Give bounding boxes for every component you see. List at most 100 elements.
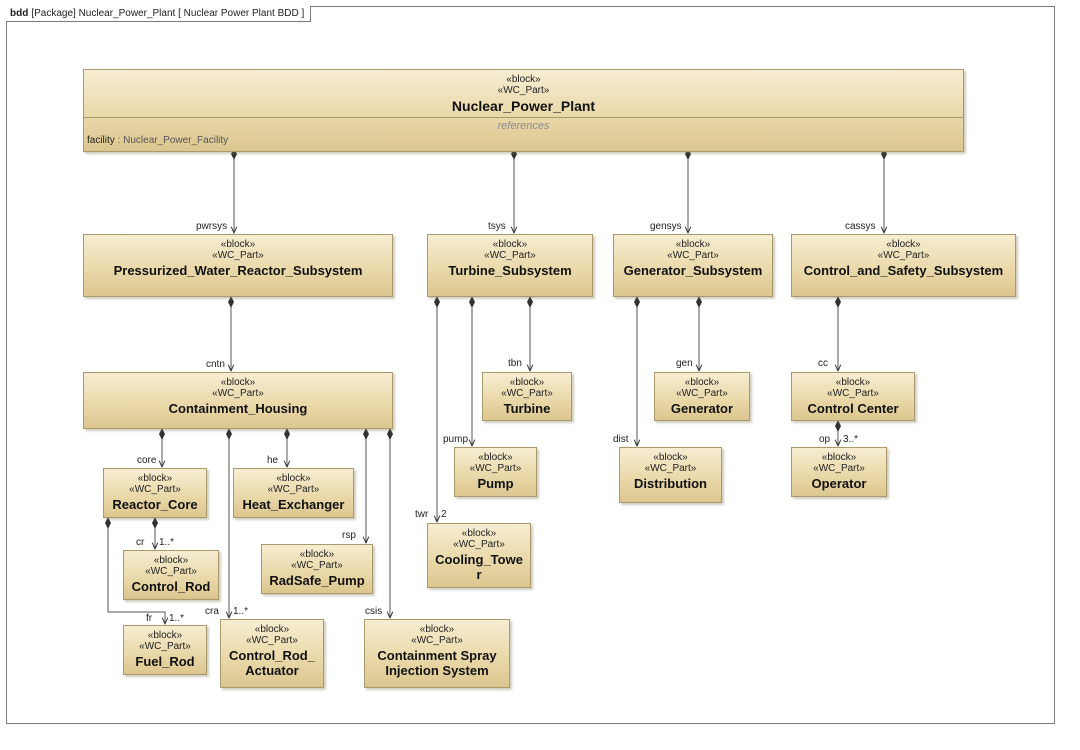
block-name: Containment_Housing — [168, 401, 308, 416]
block-name: Operator — [811, 476, 867, 491]
block-name: Nuclear_Power_Plant — [451, 98, 596, 114]
stereotype-wc-part: «WC_Part» — [497, 85, 550, 96]
diamond-he — [284, 428, 290, 440]
diamond-fr — [105, 517, 111, 529]
role-cr: cr — [136, 537, 145, 548]
block-radsafe-pump[interactable]: «block» «WC_Part» RadSafe_Pump — [261, 544, 373, 594]
stereotype-block: «block» — [254, 624, 290, 635]
block-name: Generator_Subsystem — [623, 263, 763, 278]
block-containment-housing[interactable]: «block» «WC_Part» Containment_Housing — [83, 372, 393, 429]
diagram-frame — [6, 6, 1055, 724]
block-distribution[interactable]: «block» «WC_Part» Distribution — [619, 447, 722, 503]
diagram-kind: bdd — [10, 8, 29, 19]
stereotype-block: «block» — [886, 239, 921, 250]
connector-fr — [107, 518, 165, 624]
block-containment-spray-injection-system[interactable]: «block» «WC_Part» Containment Spray Inje… — [364, 619, 510, 688]
stereotype-block: «block» — [478, 452, 513, 463]
block-name: Turbine — [503, 401, 551, 416]
block-name-line1: Control_Rod_ — [229, 648, 315, 663]
references-compartment: references facility : Nuclear_Power_Faci… — [84, 117, 963, 151]
block-control-and-safety-subsystem[interactable]: «block» «WC_Part» Control_and_Safety_Sub… — [791, 234, 1016, 297]
diamond-csis — [387, 428, 393, 440]
block-name: Distribution — [634, 476, 707, 491]
multiplicity-cra: 1..* — [233, 606, 249, 617]
stereotype-block: «block» — [276, 473, 311, 484]
role-core: core — [137, 455, 157, 466]
role-gen: gen — [676, 358, 693, 369]
role-fr: fr — [146, 613, 153, 624]
block-fuel-rod[interactable]: «block» «WC_Part» Fuel_Rod — [123, 625, 207, 675]
block-control-rod[interactable]: «block» «WC_Part» Control_Rod — [123, 550, 219, 600]
block-name-line2: Injection System — [385, 663, 489, 678]
diagram-title: [Package] Nuclear_Power_Plant [ Nuclear … — [31, 8, 305, 19]
role-cra: cra — [205, 606, 219, 617]
stereotype-wc-part: «WC_Part» — [246, 635, 298, 646]
diagram-header: bdd[Package] Nuclear_Power_Plant [ Nucle… — [6, 6, 312, 22]
block-pump[interactable]: «block» «WC_Part» Pump — [454, 447, 537, 497]
stereotype-wc-part: «WC_Part» — [877, 250, 930, 261]
stereotype-block: «block» — [153, 555, 189, 566]
multiplicity-fr: 1..* — [169, 613, 185, 624]
role-tbn: tbn — [508, 358, 522, 369]
diamond-twr — [434, 296, 440, 308]
block-cooling-tower[interactable]: «block» «WC_Part» Cooling_Towe r — [427, 523, 531, 588]
stereotype-wc-part: «WC_Part» — [291, 560, 343, 571]
stereotype-wc-part: «WC_Part» — [411, 635, 463, 646]
stereotype-wc-part: «WC_Part» — [129, 484, 181, 495]
stereotype-block: «block» — [506, 74, 541, 85]
block-operator[interactable]: «block» «WC_Part» Operator — [791, 447, 887, 497]
block-name-line2: Actuator — [245, 663, 299, 678]
stereotype-wc-part: «WC_Part» — [212, 250, 264, 261]
role-rsp: rsp — [342, 530, 356, 541]
block-name: RadSafe_Pump — [269, 573, 365, 588]
block-pressurized-water-reactor-subsystem[interactable]: «block» «WC_Part» Pressurized_Water_Reac… — [83, 234, 393, 297]
stereotype-wc-part: «WC_Part» — [501, 388, 553, 399]
stereotype-wc-part: «WC_Part» — [813, 463, 865, 474]
stereotype-block: «block» — [509, 377, 545, 388]
block-name: Reactor_Core — [112, 497, 198, 512]
stereotype-wc-part: «WC_Part» — [469, 463, 522, 474]
block-name: Control_Rod — [131, 579, 211, 594]
block-name: Turbine_Subsystem — [448, 263, 572, 278]
diamond-cra — [226, 428, 232, 440]
block-control-center[interactable]: «block» «WC_Part» Control Center — [791, 372, 915, 421]
attribute-type: : Nuclear_Power_Facility — [114, 135, 229, 146]
stereotype-block: «block» — [684, 377, 720, 388]
block-reactor-core[interactable]: «block» «WC_Part» Reactor_Core — [103, 468, 207, 518]
diamond-pump — [469, 296, 475, 308]
role-dist: dist — [613, 434, 629, 445]
compartment-title: references — [497, 120, 550, 132]
stereotype-wc-part: «WC_Part» — [139, 641, 191, 652]
role-cc: cc — [818, 358, 828, 369]
stereotype-block: «block» — [492, 239, 528, 250]
block-generator-subsystem[interactable]: «block» «WC_Part» Generator_Subsystem — [613, 234, 773, 297]
role-pump: pump — [443, 434, 469, 445]
stereotype-block: «block» — [835, 377, 871, 388]
reference-attribute[interactable]: facility : Nuclear_Power_Facility — [87, 135, 228, 146]
role-pwrsys: pwrsys — [196, 221, 228, 232]
multiplicity-cr: 1..* — [159, 537, 175, 548]
stereotype-block: «block» — [147, 630, 183, 641]
diamond-cr — [152, 517, 158, 529]
stereotype-wc-part: «WC_Part» — [827, 388, 879, 399]
diamond-core — [159, 428, 165, 440]
role-twr: twr — [415, 509, 429, 520]
block-name: Pressurized_Water_Reactor_Subsystem — [113, 263, 363, 278]
block-turbine[interactable]: «block» «WC_Part» Turbine — [482, 372, 572, 421]
diamond-dist — [634, 296, 640, 308]
block-nuclear-power-plant[interactable]: «block» «WC_Part» Nuclear_Power_Plant re… — [83, 69, 964, 152]
block-heat-exchanger[interactable]: «block» «WC_Part» Heat_Exchanger — [233, 468, 354, 518]
block-generator[interactable]: «block» «WC_Part» Generator — [654, 372, 750, 421]
diamond-tbn — [527, 296, 533, 308]
diamond-op — [835, 420, 841, 432]
stereotype-wc-part: «WC_Part» — [644, 463, 697, 474]
role-cassys: cassys — [845, 221, 876, 232]
stereotype-block: «block» — [137, 473, 173, 484]
role-tsys: tsys — [488, 221, 506, 232]
stereotype-block: «block» — [821, 452, 857, 463]
stereotype-wc-part: «WC_Part» — [453, 539, 505, 550]
block-turbine-subsystem[interactable]: «block» «WC_Part» Turbine_Subsystem — [427, 234, 593, 297]
block-control-rod-actuator[interactable]: «block» «WC_Part» Control_Rod_ Actuator — [220, 619, 324, 688]
stereotype-block: «block» — [419, 624, 455, 635]
